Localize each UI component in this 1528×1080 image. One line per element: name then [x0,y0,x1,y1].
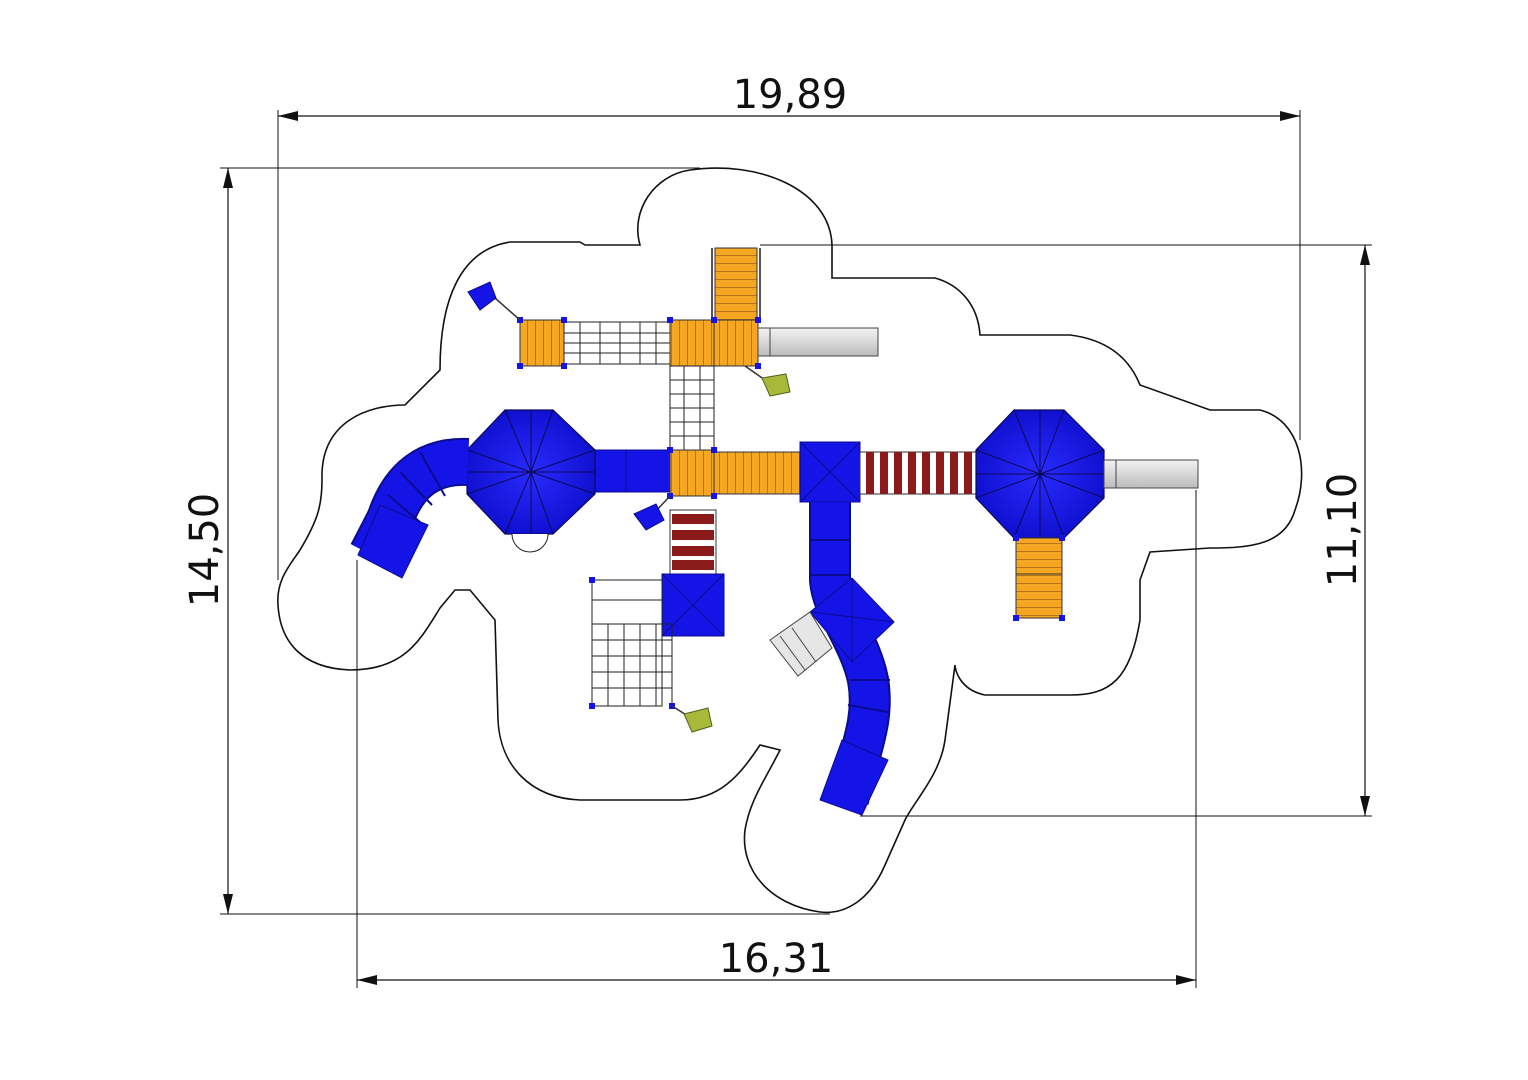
net-bridge-top [563,321,671,365]
play-structure [350,247,1199,816]
spring-rider-blue-center [633,495,671,531]
dimension-label-top-width: 19,89 [733,72,848,118]
grey-slide-top [757,327,879,357]
spring-rider-green-top [744,365,791,397]
deck-top-right [713,319,759,367]
grey-ladder [769,611,833,677]
deck-top-center [669,319,715,367]
net-connector-vertical [669,365,715,451]
dimension-bottom: 16,31 [356,490,1197,988]
stair-right [1015,537,1063,619]
dimension-left: 14,50 [182,167,830,915]
climbing-net-lower [591,579,673,707]
grey-slide-right [1103,459,1199,489]
roof-right-octagon [975,409,1105,539]
spring-rider-green-lower [671,705,713,733]
tube-slide-left [350,437,469,579]
tube-left [589,449,671,493]
bridge-wood-center [713,451,801,495]
dimension-right: 11,10 [760,244,1372,817]
deck-top-left [519,319,565,367]
dimension-label-right-height: 11,10 [1320,473,1366,588]
safety-zone-outline [277,167,1303,914]
dimension-top: 19,89 [277,72,1301,580]
upper-stair [714,247,758,321]
deck-central [669,449,715,497]
dimension-label-left-height: 14,50 [182,493,228,608]
bridge-red-right [859,451,977,495]
spring-rider-blue-top [467,281,521,321]
roof-diamond-slide [809,577,895,663]
roof-square-center [799,441,861,503]
steps-red-center [669,509,717,575]
roof-square-lower [661,573,725,637]
dimension-label-bottom-width: 16,31 [719,936,834,982]
